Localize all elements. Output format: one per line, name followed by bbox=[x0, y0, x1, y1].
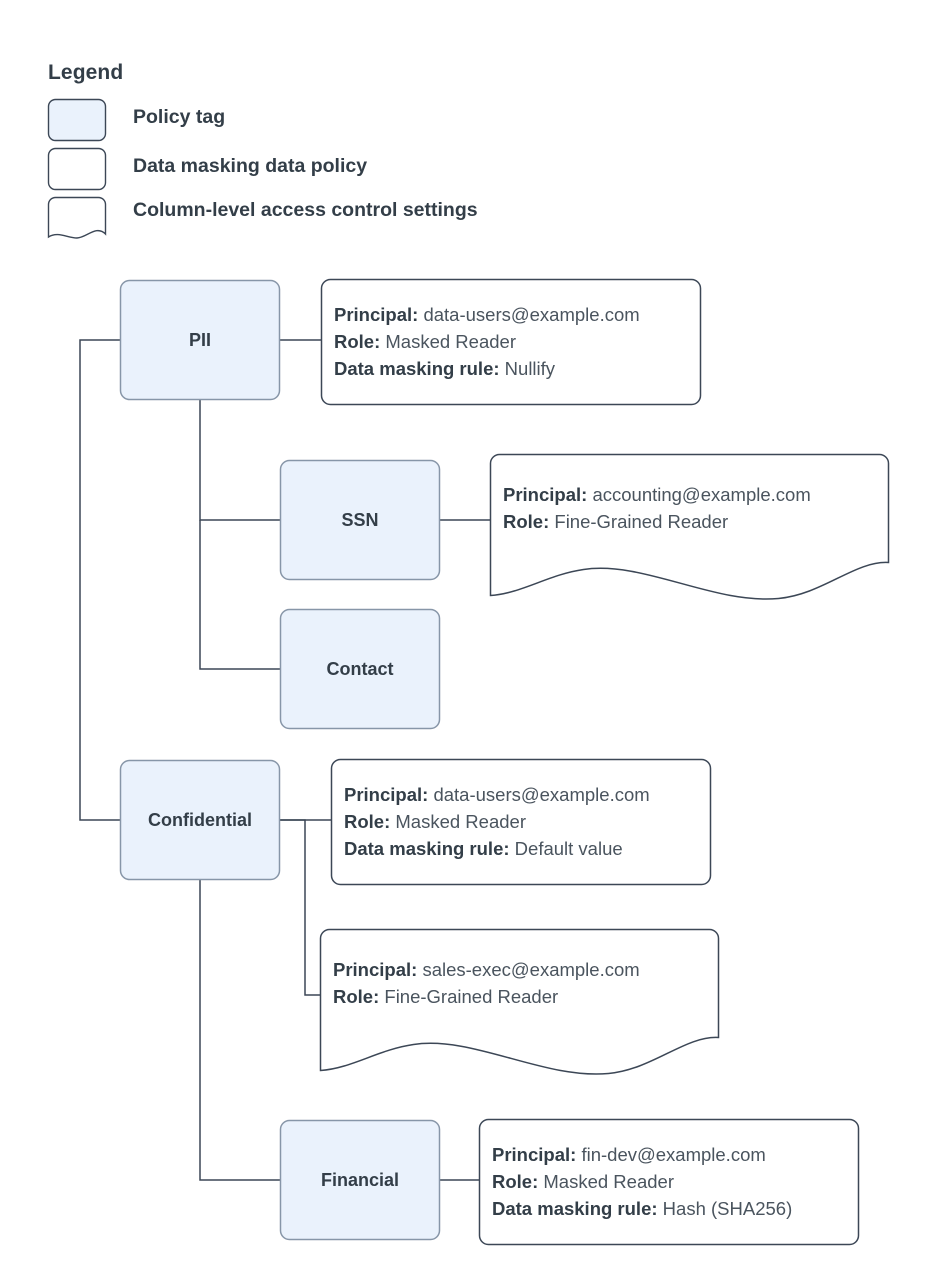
annotation-value: Fine-Grained Reader bbox=[384, 986, 559, 1007]
node-label-pii: PII bbox=[188, 329, 211, 350]
annotation-text-pii-policy: Principal: data-users@example.com Role: … bbox=[334, 301, 640, 382]
policy-tag-swatch bbox=[47, 98, 107, 142]
connector-pii-to-contact bbox=[199, 520, 280, 670]
annotation-line: Principal: fin-dev@example.com bbox=[492, 1141, 792, 1168]
annotation-line: Role: Masked Reader bbox=[344, 808, 650, 835]
node-label-confidential: Confidential bbox=[148, 809, 252, 830]
annotation-key: Role: bbox=[344, 811, 391, 832]
annotation-shape-ssn-access bbox=[489, 453, 890, 600]
annotation-text-confidential-policy: Principal: data-users@example.com Role: … bbox=[344, 781, 650, 862]
node-pii[interactable] bbox=[119, 279, 281, 401]
annotation-shape-confidential-policy bbox=[330, 758, 712, 886]
annotation-line: Data masking rule: Default value bbox=[344, 835, 650, 862]
annotation-key: Role: bbox=[503, 511, 550, 532]
annotation-shape-financial-policy bbox=[478, 1118, 860, 1246]
node-confidential[interactable] bbox=[119, 759, 281, 881]
connector-lines bbox=[79, 339, 490, 1181]
connector-root-trunk bbox=[79, 339, 120, 821]
annotation-value: accounting@example.com bbox=[592, 484, 811, 505]
node-label-financial: Financial bbox=[320, 1169, 400, 1190]
column-access-settings-swatch bbox=[47, 196, 107, 239]
node-ssn[interactable] bbox=[279, 459, 441, 581]
annotation-value: Fine-Grained Reader bbox=[554, 511, 729, 532]
connector-pii-to-ssn bbox=[199, 400, 280, 521]
annotation-line: Principal: sales-exec@example.com bbox=[333, 956, 640, 983]
annotation-key: Role: bbox=[333, 986, 380, 1007]
data-masking-policy-swatch bbox=[47, 147, 107, 191]
annotation-line: Principal: accounting@example.com bbox=[503, 481, 811, 508]
node-label-contact: Contact bbox=[326, 658, 394, 679]
annotation-line: Data masking rule: Hash (SHA256) bbox=[492, 1195, 792, 1222]
annotation-value: data-users@example.com bbox=[433, 784, 650, 805]
annotation-key: Data masking rule: bbox=[344, 838, 510, 859]
legend-item-label-data-masking-policy: Data masking data policy bbox=[133, 155, 368, 177]
annotation-line: Role: Masked Reader bbox=[492, 1168, 792, 1195]
legend-title: Legend bbox=[48, 61, 124, 84]
annotation-value: Masked Reader bbox=[543, 1171, 674, 1192]
annotation-line: Role: Fine-Grained Reader bbox=[503, 508, 811, 535]
annotation-text-ssn-access: Principal: accounting@example.com Role: … bbox=[503, 481, 811, 535]
annotation-shape-pii-policy bbox=[320, 278, 702, 406]
annotation-shape-confidential-access bbox=[319, 928, 720, 1075]
annotation-key: Principal: bbox=[334, 304, 419, 325]
node-label-ssn: SSN bbox=[341, 509, 379, 530]
annotation-text-financial-policy: Principal: fin-dev@example.com Role: Mas… bbox=[492, 1141, 792, 1222]
connector-confidential-to-access bbox=[280, 819, 320, 996]
annotation-line: Principal: data-users@example.com bbox=[344, 781, 650, 808]
legend-item-label-policy-tag: Policy tag bbox=[133, 106, 226, 128]
annotation-key: Data masking rule: bbox=[334, 358, 500, 379]
annotation-key: Data masking rule: bbox=[492, 1198, 658, 1219]
annotation-value: data-users@example.com bbox=[423, 304, 640, 325]
annotation-line: Principal: data-users@example.com bbox=[334, 301, 640, 328]
annotation-line: Data masking rule: Nullify bbox=[334, 355, 640, 382]
annotation-text-confidential-access: Principal: sales-exec@example.com Role: … bbox=[333, 956, 640, 1010]
annotation-key: Principal: bbox=[503, 484, 588, 505]
annotation-value: sales-exec@example.com bbox=[422, 959, 640, 980]
annotation-key: Role: bbox=[492, 1171, 539, 1192]
annotation-value: fin-dev@example.com bbox=[581, 1144, 766, 1165]
annotation-value: Default value bbox=[514, 838, 623, 859]
annotation-value: Masked Reader bbox=[395, 811, 526, 832]
annotation-key: Principal: bbox=[492, 1144, 577, 1165]
annotation-key: Role: bbox=[334, 331, 381, 352]
connector-confidential-to-financial bbox=[199, 880, 280, 1181]
node-financial[interactable] bbox=[279, 1119, 441, 1241]
node-contact[interactable] bbox=[279, 608, 441, 730]
annotation-line: Role: Masked Reader bbox=[334, 328, 640, 355]
annotation-key: Principal: bbox=[344, 784, 429, 805]
annotation-line: Role: Fine-Grained Reader bbox=[333, 983, 640, 1010]
annotation-value: Nullify bbox=[504, 358, 556, 379]
legend-item-label-column-access-settings: Column-level access control settings bbox=[133, 199, 478, 221]
annotation-key: Principal: bbox=[333, 959, 418, 980]
annotation-value: Masked Reader bbox=[385, 331, 516, 352]
annotation-value: Hash (SHA256) bbox=[662, 1198, 793, 1219]
